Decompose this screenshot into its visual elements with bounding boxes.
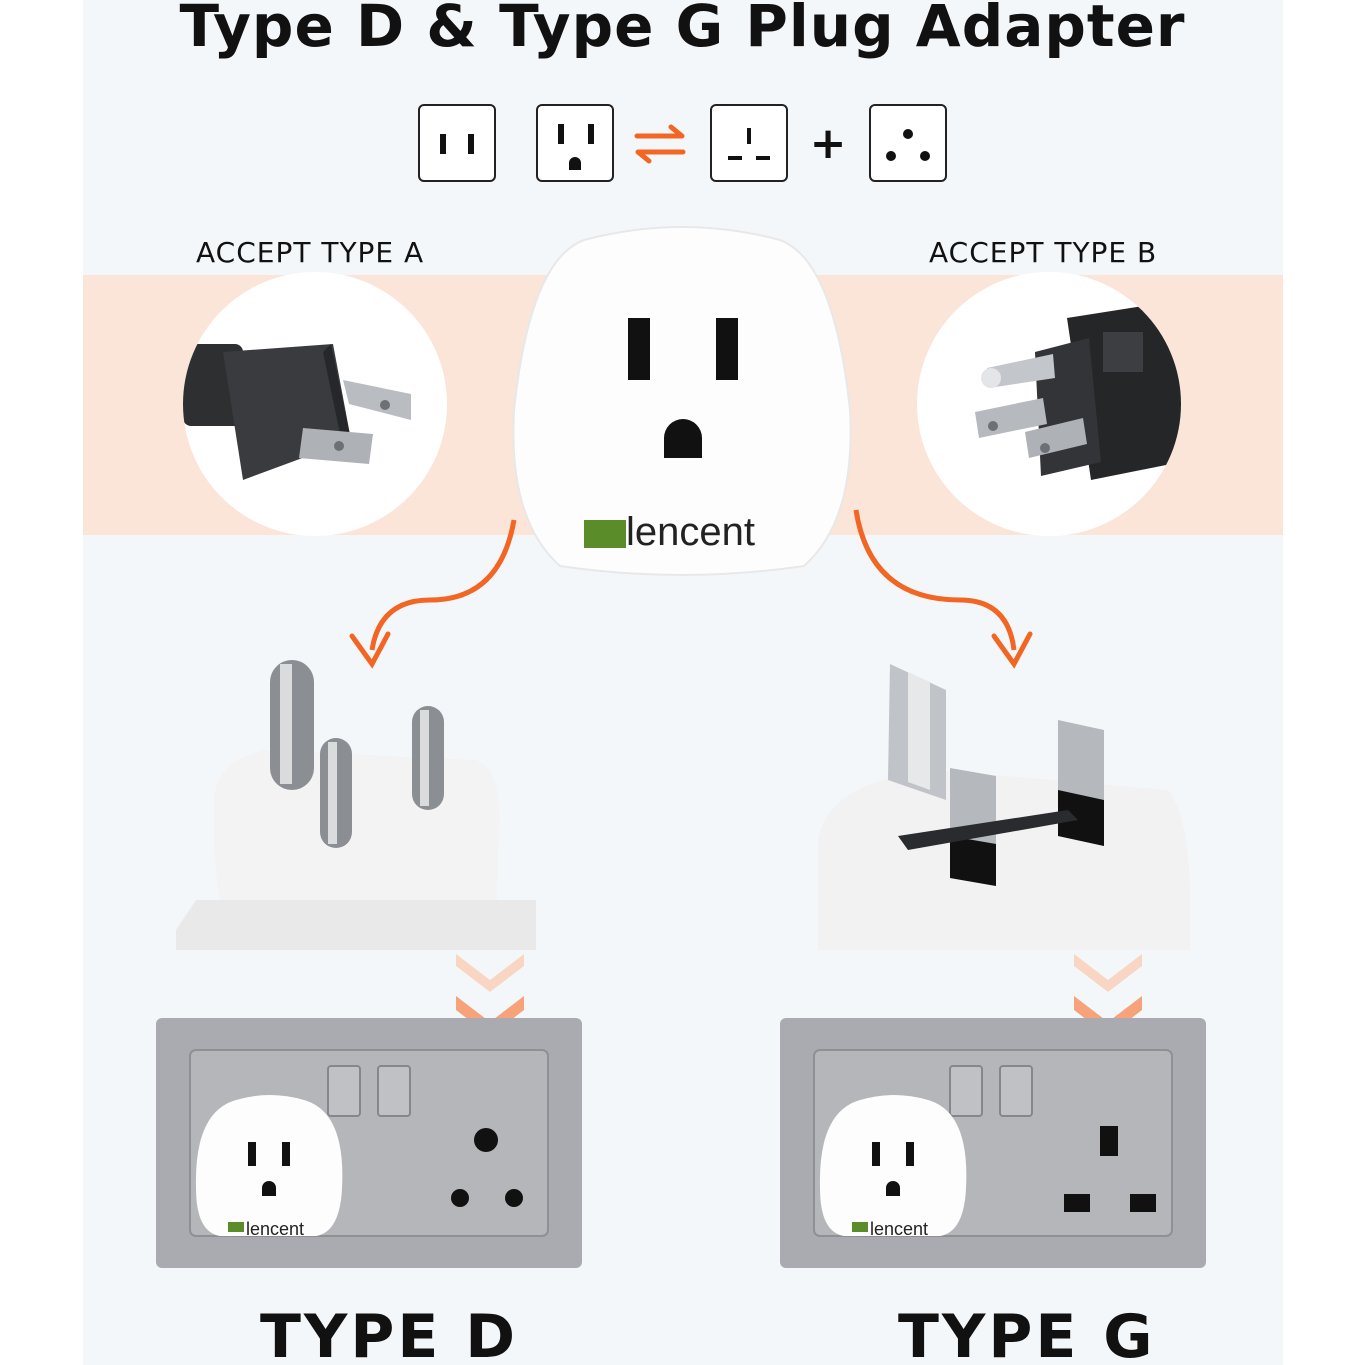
type-a-plug-image bbox=[183, 272, 447, 536]
type-d-label: TYPE D bbox=[260, 1302, 519, 1365]
type-b-plug-image bbox=[917, 272, 1181, 536]
brand-logo: lencent bbox=[870, 1219, 929, 1239]
conversion-arrows-icon bbox=[633, 122, 687, 166]
type-d-plug-image bbox=[176, 650, 536, 950]
type-g-wall-socket bbox=[780, 1018, 1206, 1268]
type-d-wall-socket bbox=[156, 1018, 582, 1268]
type-g-outlet-icon bbox=[869, 104, 947, 182]
page-title: Type D & Type G Plug Adapter bbox=[179, 0, 1186, 60]
brand-logo-mark bbox=[584, 520, 626, 548]
brand-logo: lencent bbox=[626, 510, 755, 554]
type-b-outlet-icon bbox=[536, 104, 614, 182]
brand-logo: lencent bbox=[246, 1219, 305, 1239]
type-g-label: TYPE G bbox=[898, 1302, 1156, 1365]
type-a-outlet-icon bbox=[418, 104, 496, 182]
type-d-outlet-icon bbox=[710, 104, 788, 182]
accept-type-a-label: ACCEPT TYPE A bbox=[196, 236, 425, 269]
accept-type-b-label: ACCEPT TYPE B bbox=[929, 236, 1158, 269]
adapter-main-image bbox=[504, 220, 860, 576]
type-g-plug-image bbox=[818, 660, 1191, 950]
plus-icon: + bbox=[809, 118, 847, 169]
